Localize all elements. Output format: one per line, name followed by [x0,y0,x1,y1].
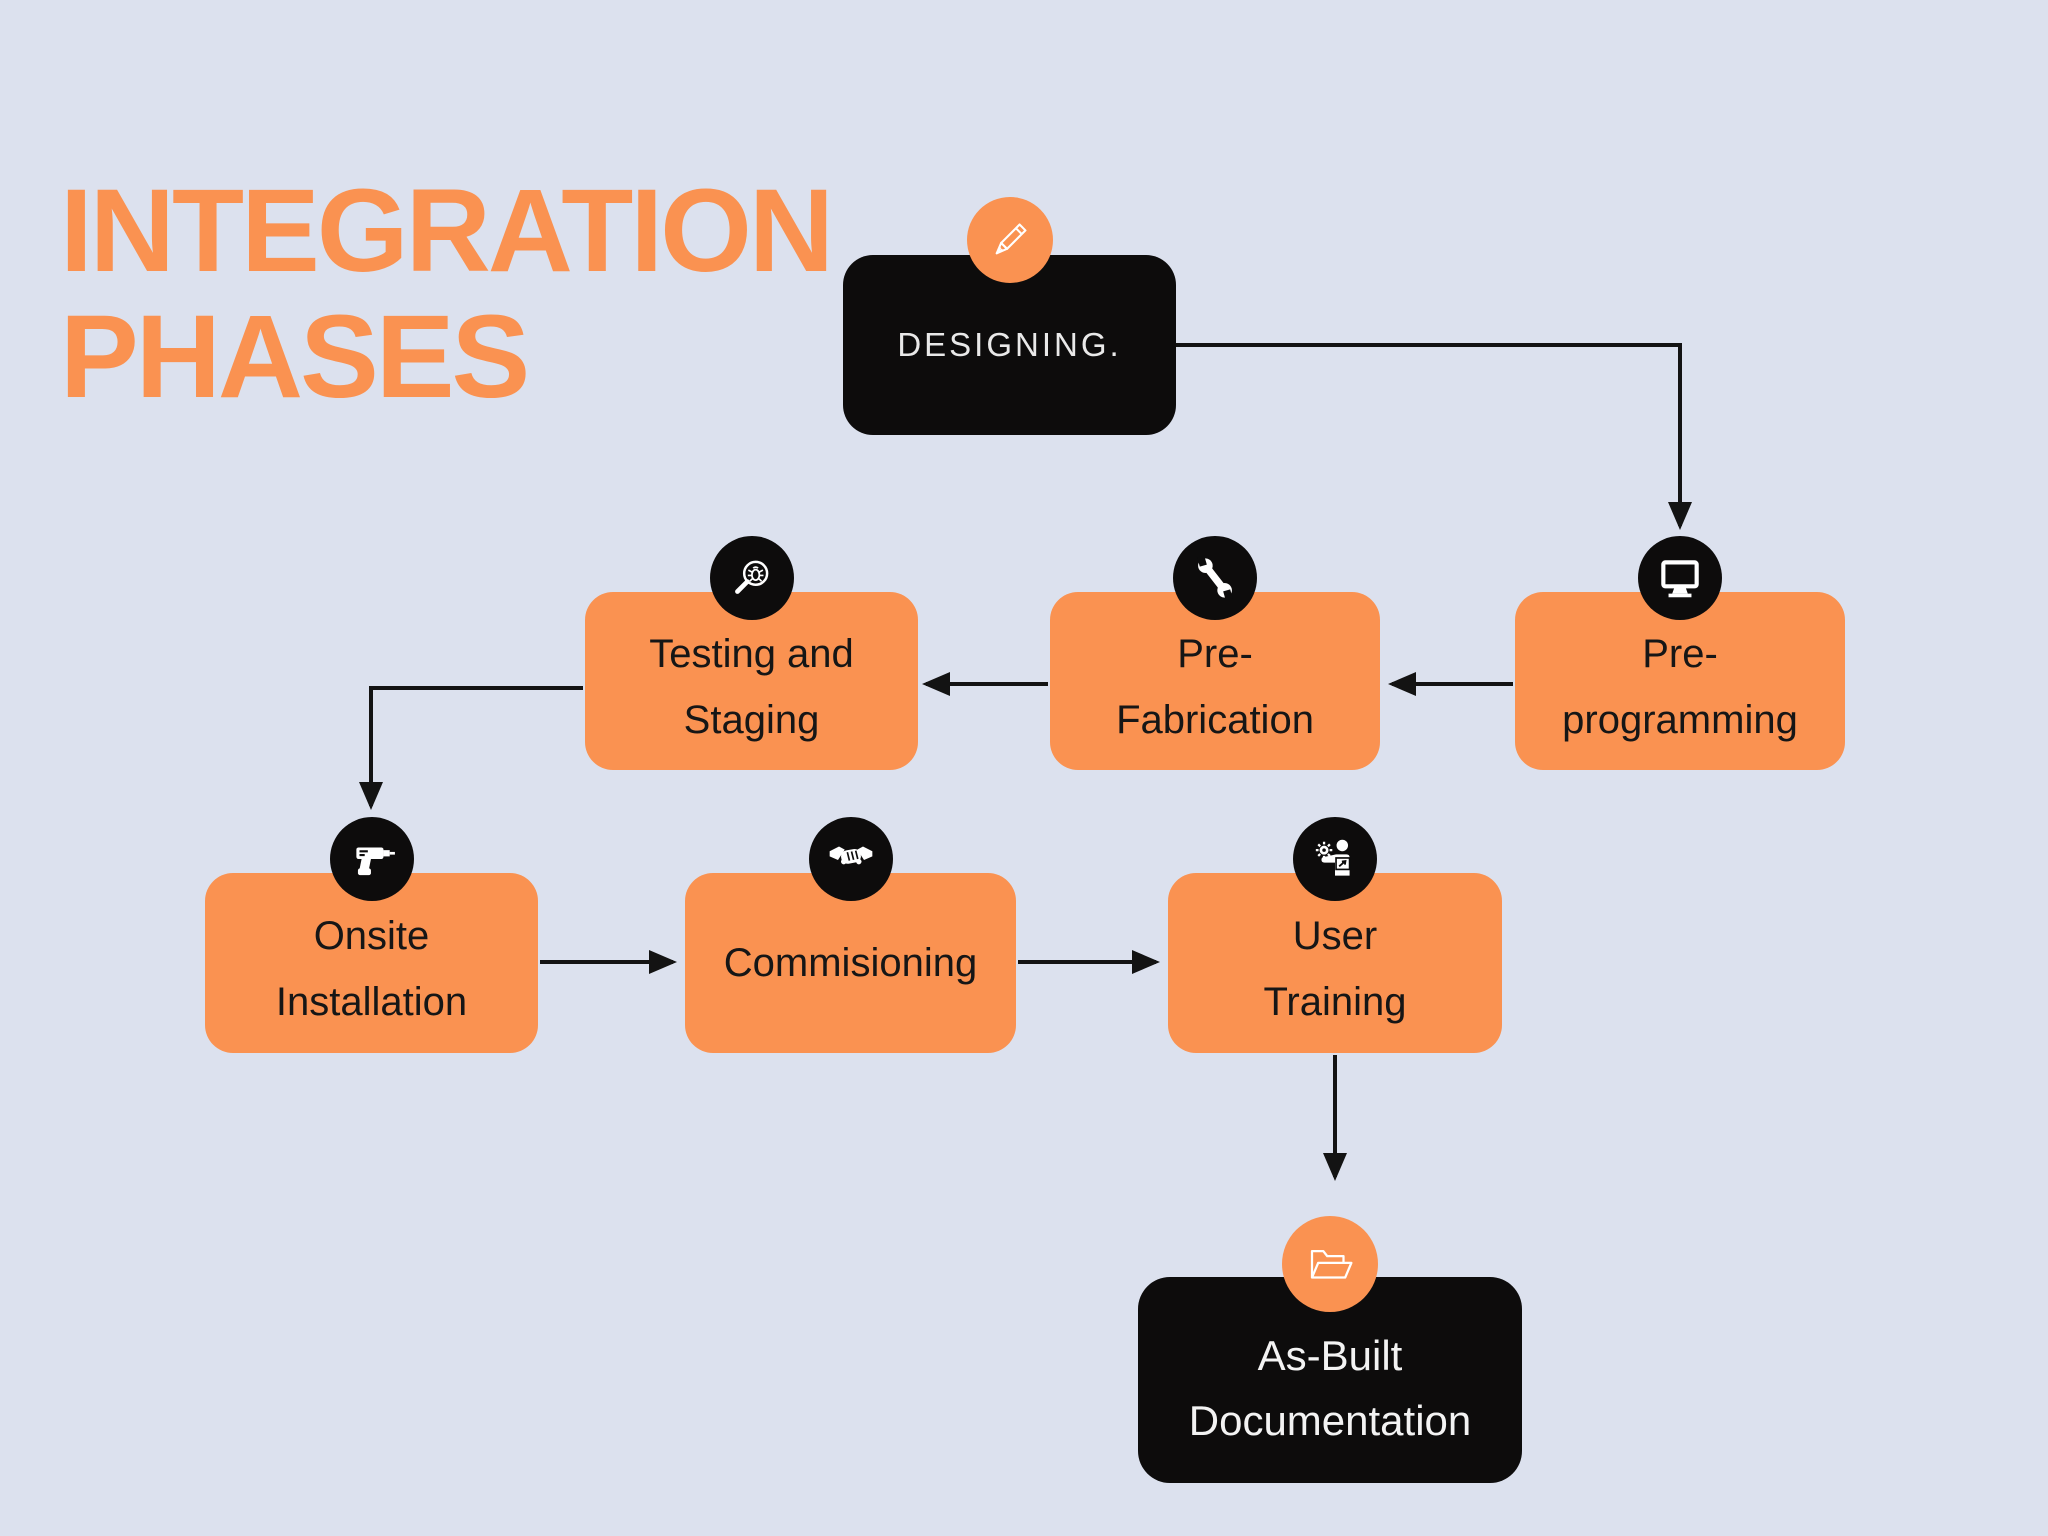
as-built-badge [1282,1216,1378,1312]
node-as-built-documentation: As-Built Documentation [1138,1216,1522,1483]
node-label: Pre- Fabrication [1116,632,1314,742]
trainer-icon [1315,839,1351,876]
node-label: Commisioning [723,941,978,986]
handshake-icon [829,846,872,865]
node-commisioning: Commisioning [685,817,1016,1053]
page-title-line2: PHASES [60,291,530,424]
edge-testing-onsite [359,686,583,810]
open-folder-icon [1310,1249,1353,1279]
pre-programming-badge [1638,536,1722,620]
page-title: INTEGRATION PHASES [60,165,834,424]
edge-designing-preprogramming [1176,343,1692,530]
node-label: User Training [1263,914,1407,1024]
node-pre-programming: Pre- programming [1515,536,1845,770]
page-title-line1: INTEGRATION [60,165,834,297]
node-label: Onsite Installation [275,914,468,1024]
node-label: Pre- programming [1562,632,1798,742]
pre-fabrication-badge [1173,536,1257,620]
commisioning-badge [808,817,893,901]
bug-magnifier-icon [734,560,768,594]
user-training-badge [1293,817,1377,901]
node-label: Testing and Staging [649,632,854,742]
node-user-training: User Training [1168,817,1502,1053]
monitor-icon [1661,560,1699,598]
pencil-icon [995,223,1027,255]
wrench-icon [1197,555,1233,601]
node-pre-fabrication: Pre- Fabrication [1050,536,1380,770]
node-label: As-Built Documentation [1188,1331,1472,1444]
testing-staging-badge [709,536,794,620]
drill-icon [355,847,395,876]
node-onsite-installation: Onsite Installation [205,817,538,1053]
node-designing: DESIGNING. [843,197,1176,435]
node-label: DESIGNING. [897,325,1122,363]
node-testing-staging: Testing and Staging [585,536,918,770]
designing-badge [966,197,1053,283]
onsite-installation-badge [329,817,414,901]
